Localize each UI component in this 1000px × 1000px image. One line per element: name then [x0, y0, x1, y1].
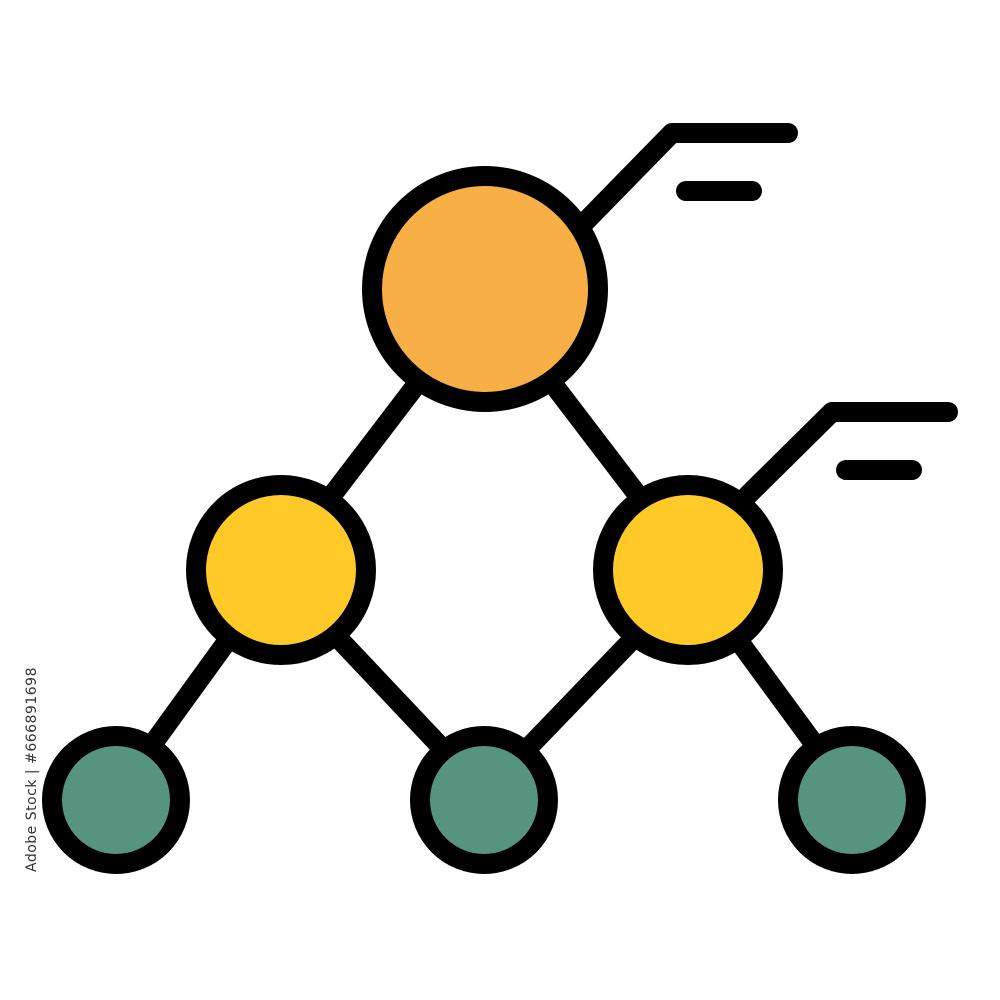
leaf-node-middle [410, 726, 558, 874]
edge-root-left [320, 370, 430, 508]
leaf-node-left [42, 726, 190, 874]
edge-root-right [540, 370, 650, 508]
stock-id-text: Adobe Stock | #666891698 [24, 667, 40, 872]
leaf-node-right [778, 726, 926, 874]
edge-right-leaf2 [518, 630, 642, 758]
middle-node-left [186, 475, 376, 665]
root-tag-line [575, 123, 798, 232]
right-tag-line [738, 402, 958, 505]
edge-left-leaf2 [330, 630, 452, 758]
label-lines [575, 123, 958, 505]
connector-lines [142, 370, 825, 758]
edge-right-leaf3 [728, 630, 825, 755]
root-node [362, 166, 608, 412]
edge-left-leaf1 [142, 630, 238, 755]
nodes [42, 166, 926, 874]
middle-node-right [593, 475, 783, 665]
